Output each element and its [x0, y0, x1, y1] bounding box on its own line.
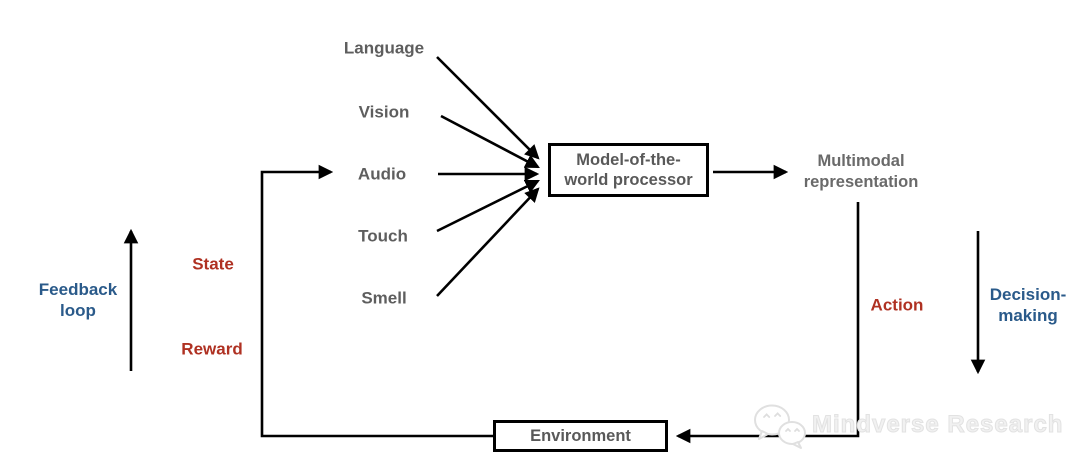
- environment-label: Environment: [530, 427, 631, 445]
- environment-box: Environment: [493, 420, 668, 452]
- action-path-to-environment: [675, 202, 860, 444]
- multimodal-representation-label: Multimodal representation: [804, 151, 919, 193]
- action-label: Action: [870, 295, 924, 315]
- model-of-the-world-processor-box: Model-of-the- world processor: [548, 143, 709, 197]
- feedback-label-line1: Feedback: [38, 280, 118, 299]
- feedback-loop-label: Feedback loop: [39, 279, 117, 321]
- feedback-label-line2: loop: [60, 301, 96, 320]
- input-label-language: Language: [343, 38, 425, 58]
- multimodal-label-line2: representation: [803, 173, 919, 191]
- multimodal-label-line1: Multimodal: [817, 152, 905, 170]
- reward-label: Reward: [181, 339, 243, 359]
- processor-label-line1: Model-of-the-: [576, 151, 681, 169]
- input-label-vision: Vision: [358, 102, 410, 122]
- processor-label: Model-of-the- world processor: [564, 150, 692, 190]
- input-label-touch: Touch: [358, 226, 408, 246]
- input-arrows: [436, 56, 540, 297]
- arrow-smell-to-processor: [436, 187, 540, 297]
- state-label: State: [192, 254, 234, 274]
- feedback-path-to-audio: [260, 164, 493, 438]
- input-label-smell: Smell: [361, 288, 407, 308]
- decision-making-label: Decision- making: [990, 284, 1067, 326]
- arrow-vision-to-processor: [440, 114, 540, 169]
- input-label-audio: Audio: [357, 164, 407, 184]
- decision-label-line2: making: [998, 306, 1058, 325]
- arrow-touch-to-processor: [436, 179, 540, 233]
- decision-label-line1: Decision-: [989, 285, 1067, 304]
- arrow-language-to-processor: [436, 56, 540, 160]
- processor-label-line2: world processor: [564, 171, 693, 189]
